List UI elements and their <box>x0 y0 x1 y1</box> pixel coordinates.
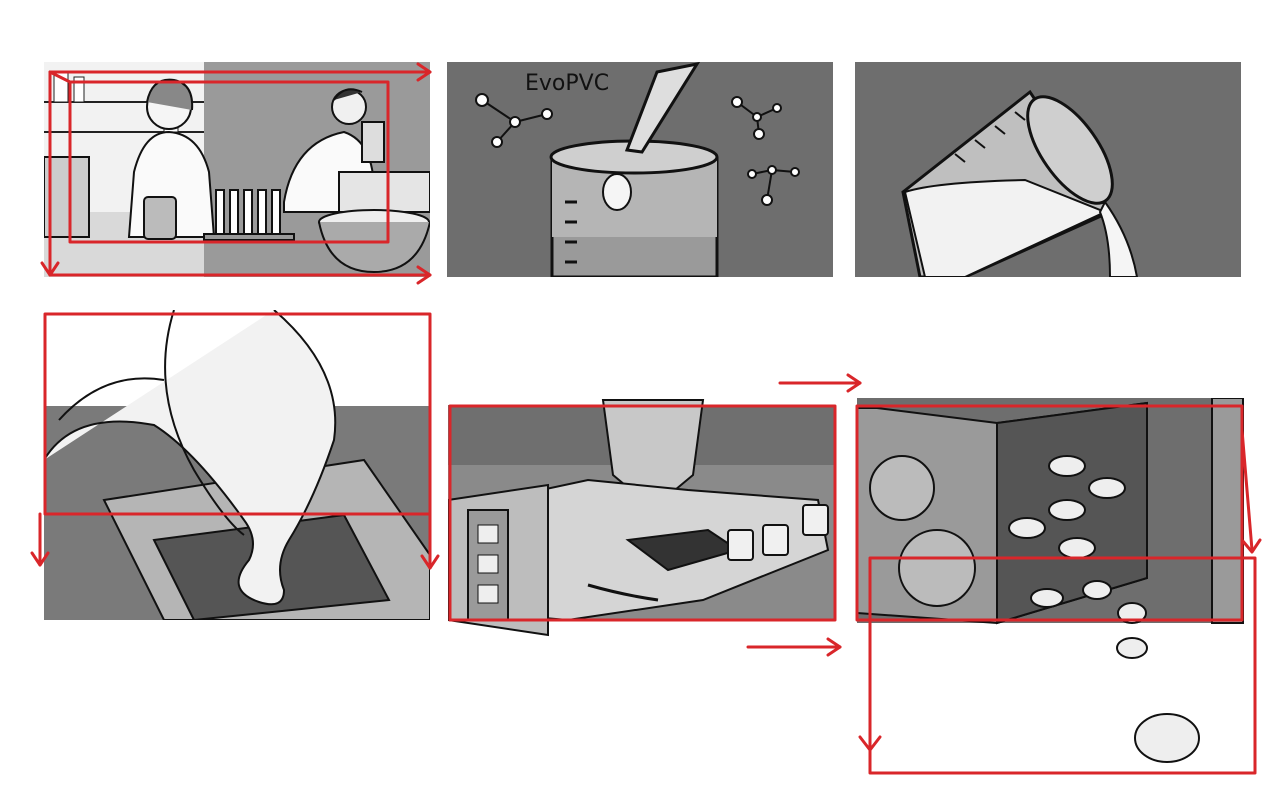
storyboard-panel-6 <box>857 398 1253 778</box>
molecule-icon <box>475 93 800 206</box>
storyboard-panel-4 <box>44 310 430 620</box>
lab-scene-illustration <box>44 62 430 277</box>
storyboard-panel-1 <box>44 62 430 277</box>
storyboard-panel-5 <box>448 380 838 670</box>
fish-machine-illustration <box>857 398 1244 763</box>
beaker-dropper-illustration: EvoPVC <box>447 62 833 277</box>
evopvc-annotation: EvoPVC <box>525 71 609 96</box>
storyboard-panel-2: EvoPVC <box>447 62 833 277</box>
extrusion-machine-illustration <box>448 399 834 637</box>
pouring-cup-illustration <box>855 62 1241 277</box>
storyboard-panel-3 <box>855 62 1241 277</box>
liquid-swirl-illustration <box>44 310 430 620</box>
